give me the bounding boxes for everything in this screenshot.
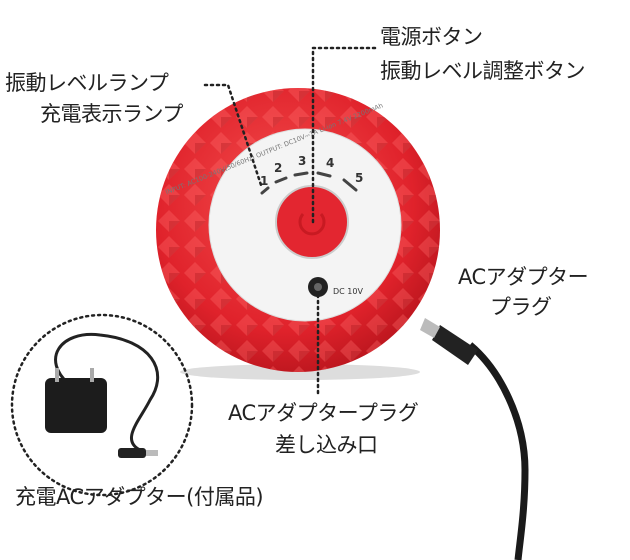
adapter-picture (45, 332, 160, 458)
level-lamp-5 (342, 178, 358, 192)
callout-port-2: 差し込み口 (275, 433, 378, 457)
callout-lines (10, 46, 377, 497)
level-number: 4 (326, 156, 334, 170)
level-number: 5 (355, 171, 363, 185)
level-number: 3 (298, 154, 306, 168)
level-lamp-4 (316, 171, 332, 178)
level-lamp-3 (293, 171, 309, 177)
level-number: 2 (274, 161, 282, 175)
callout-ac-plug-1: ACアダプター (458, 265, 589, 289)
dc-label: DC 10V (333, 287, 363, 296)
callout-port-1: ACアダプタープラグ (228, 401, 419, 425)
callout-ac-plug-2: プラグ (490, 295, 552, 319)
callout-power-button: 電源ボタン (380, 25, 483, 49)
callout-charge-lamp: 充電表示ランプ (40, 102, 183, 126)
level-lamp-1 (260, 186, 270, 195)
power-icon (298, 213, 326, 236)
callout-level-button: 振動レベル調整ボタン (380, 59, 586, 83)
ball-shadow (180, 364, 420, 380)
callout-level-lamp: 振動レベルランプ (5, 71, 169, 95)
callout-adapter: 充電ACアダプター(付属品) (15, 485, 264, 509)
plug-picture (420, 318, 529, 560)
level-number: 1 (260, 174, 268, 188)
level-lamp-2 (274, 176, 288, 184)
